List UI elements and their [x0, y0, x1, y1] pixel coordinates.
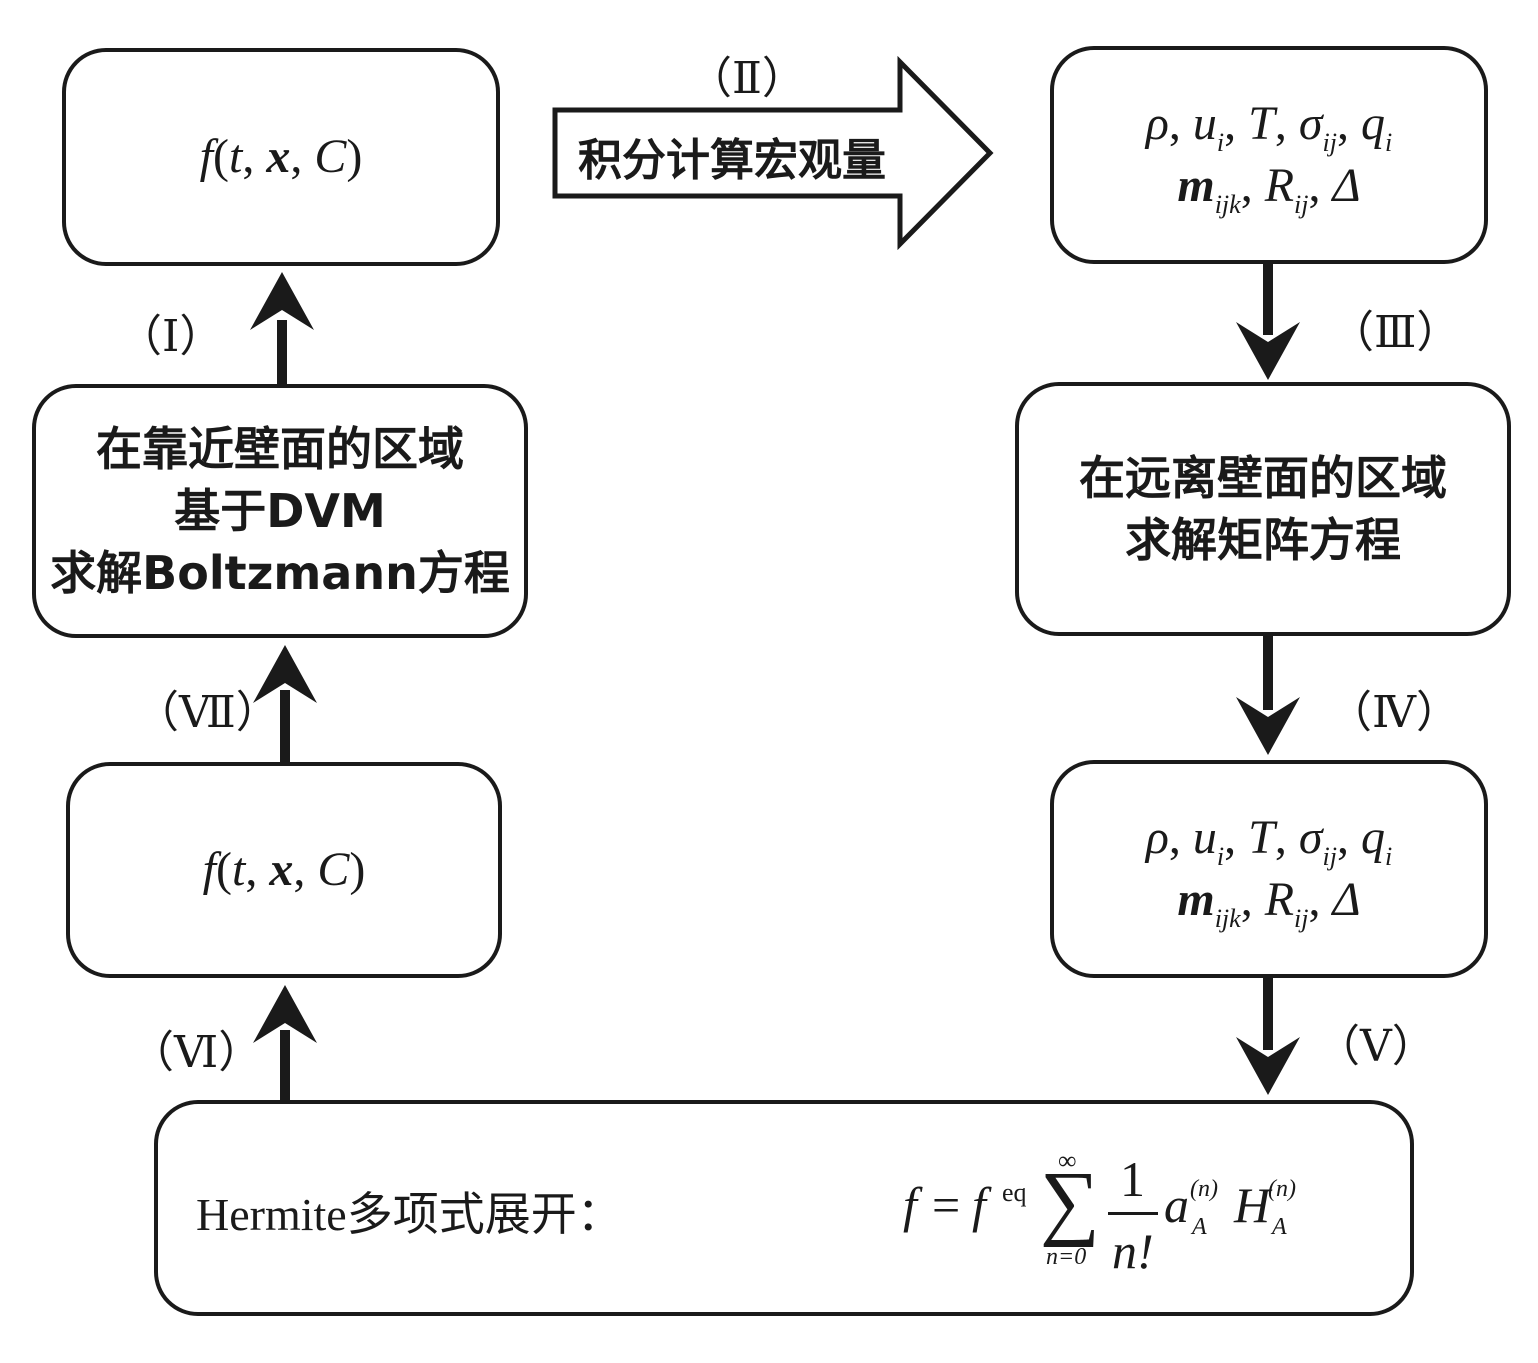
arrow-VII	[253, 645, 317, 762]
distribution-function: f(t, x, C)	[199, 130, 363, 183]
dvm-line-3: 求解Boltzmann方程	[50, 546, 510, 600]
arrow-II-block	[552, 55, 994, 251]
arrow-IV	[1236, 635, 1300, 755]
macro-line-2: mijk, Rij, Δ	[1177, 159, 1361, 219]
formula-lhs: f	[903, 1177, 917, 1233]
label-step-II: （Ⅱ）	[688, 54, 806, 103]
label-step-IV: （Ⅳ）	[1328, 688, 1460, 737]
macro-line-1: ρ, ui, T, σij, qi	[1145, 97, 1393, 157]
hermite-H: H	[1234, 1177, 1271, 1233]
label-step-III: （Ⅲ）	[1330, 308, 1461, 357]
sum-symbol: ∑	[1040, 1155, 1100, 1248]
fraction-denominator: n!	[1112, 1223, 1154, 1279]
fraction-numerator: 1	[1120, 1151, 1145, 1207]
formula-f-eq: f	[972, 1177, 986, 1233]
box-macro-quantities-top: ρ, ui, T, σij, qi mijk, Rij, Δ	[1050, 46, 1488, 264]
arrow-III	[1236, 262, 1300, 380]
box-matrix-solver: 在远离壁面的区域 求解矩阵方程	[1015, 382, 1511, 636]
sum-lower-limit: n=0	[1046, 1244, 1087, 1270]
formula-equals: =	[932, 1177, 961, 1233]
box-macro-quantities-bottom: ρ, ui, T, σij, qi mijk, Rij, Δ	[1050, 760, 1488, 978]
arrow-I	[250, 272, 314, 385]
matrix-line-2: 求解矩阵方程	[1125, 513, 1401, 567]
label-step-V: （Ⅴ）	[1316, 1022, 1436, 1071]
label-step-VI: （Ⅵ）	[130, 1028, 263, 1077]
label-step-VII: （Ⅶ）	[135, 688, 280, 737]
box-hermite-expansion	[154, 1100, 1414, 1316]
coeff-a-sup: (n)	[1190, 1176, 1218, 1202]
box-distribution-bottom: f(t, x, C)	[66, 762, 502, 978]
hermite-label: Hermite多项式展开：	[196, 1189, 623, 1240]
arrow-II-text: 积分计算宏观量	[578, 135, 886, 186]
coeff-a-sub: A	[1192, 1214, 1207, 1240]
fraction-bar	[1108, 1212, 1158, 1215]
macro-line-1: ρ, ui, T, σij, qi	[1145, 811, 1393, 871]
label-step-I: （Ⅰ）	[118, 312, 224, 361]
dvm-line-1: 在靠近壁面的区域	[96, 422, 464, 476]
macro-line-2: mijk, Rij, Δ	[1177, 873, 1361, 933]
arrow-VI	[253, 985, 317, 1102]
coeff-a: a	[1164, 1177, 1189, 1233]
dvm-line-2: 基于DVM	[174, 484, 386, 538]
sum-upper-limit: ∞	[1058, 1146, 1077, 1175]
box-distribution-top: f(t, x, C)	[62, 48, 500, 266]
hermite-H-sup: (n)	[1268, 1176, 1296, 1202]
hermite-H-sub: A	[1272, 1214, 1287, 1240]
formula-f-sup: eq	[1002, 1178, 1027, 1207]
matrix-line-1: 在远离壁面的区域	[1079, 451, 1447, 505]
distribution-function: f(t, x, C)	[202, 843, 366, 896]
box-dvm-solver: 在靠近壁面的区域 基于DVM 求解Boltzmann方程	[32, 384, 528, 638]
arrow-V	[1236, 975, 1300, 1095]
